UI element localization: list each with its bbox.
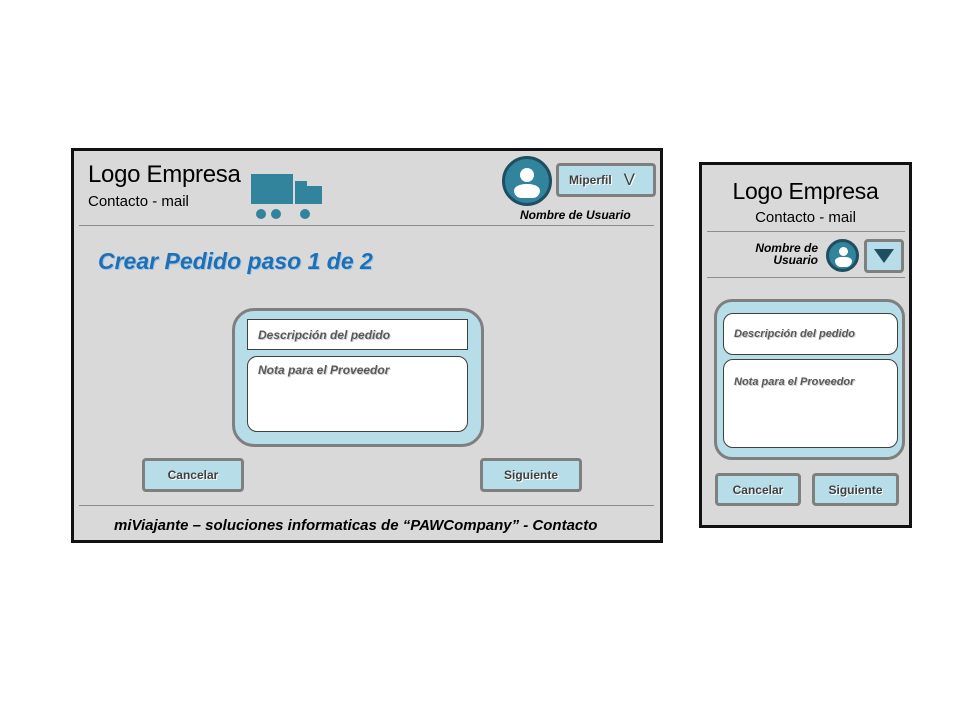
chevron-down-icon: V [623, 170, 636, 189]
next-button[interactable]: Siguiente [480, 458, 582, 492]
header-divider-top [707, 231, 905, 232]
profile-menu-button[interactable]: Miperfil V [556, 163, 656, 197]
footer-divider [79, 505, 654, 506]
truck-icon [251, 174, 322, 219]
company-logo-title: Logo Empresa [732, 178, 879, 204]
triangle-down-icon [874, 249, 894, 263]
provider-note-textarea[interactable] [723, 359, 898, 448]
footer-text: miViajante – soluciones informaticas de … [114, 517, 598, 534]
page-title: Crear Pedido paso 1 de 2 [98, 248, 373, 274]
username-label: Nombre de Usuario [755, 241, 818, 267]
cancel-button[interactable]: Cancelar [715, 473, 801, 506]
order-description-input[interactable] [723, 313, 898, 355]
user-avatar-icon[interactable] [502, 156, 552, 206]
profile-button-label: Miperfil [569, 173, 612, 187]
order-form-box [714, 299, 905, 460]
cancel-button[interactable]: Cancelar [142, 458, 244, 492]
username-label: Nombre de Usuario [520, 208, 631, 222]
user-avatar-icon[interactable] [826, 239, 859, 272]
company-contact: Contacto - mail [755, 209, 856, 226]
next-button[interactable]: Siguiente [812, 473, 899, 506]
desktop-wireframe: Logo Empresa Contacto - mail Miperfil V … [71, 148, 663, 543]
menu-toggle-button[interactable] [864, 239, 904, 273]
header-divider [79, 225, 654, 226]
company-logo-title: Logo Empresa [88, 161, 241, 188]
mobile-wireframe: Logo Empresa Contacto - mail Nombre de U… [699, 162, 912, 528]
order-form-box [232, 308, 484, 447]
header-divider-bottom [707, 277, 905, 278]
provider-note-textarea[interactable] [247, 356, 468, 432]
order-description-input[interactable] [247, 319, 468, 350]
company-contact: Contacto - mail [88, 193, 189, 210]
